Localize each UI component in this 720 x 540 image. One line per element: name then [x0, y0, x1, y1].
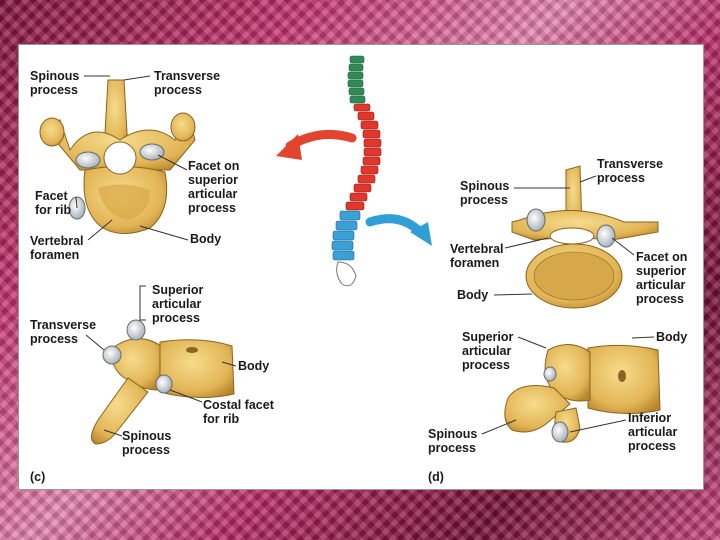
- panel-letter-d: (d): [428, 470, 444, 484]
- label-d-facet-on-superior-articular-process: Facet on superior articular process: [636, 250, 688, 306]
- red-arrowhead-icon: [276, 134, 302, 160]
- lumbar-vertebra-superior-view: [511, 165, 659, 309]
- label-c-facet-for-rib: Facet for rib: [35, 189, 72, 217]
- label-c-vertebral-foramen: Vertebral foramen: [30, 234, 84, 262]
- label-d-transverse-process: Transverse process: [597, 157, 664, 185]
- leader-lines-c-top: [75, 75, 189, 241]
- lumbar-vertebra-lateral-view: [504, 344, 661, 443]
- label-d-spinous-process-lower: Spinous process: [428, 427, 478, 455]
- label-d-superior-articular-process: Superior articular process: [462, 330, 514, 372]
- spine-diagram: [331, 55, 382, 287]
- thoracic-vertebra-lateral-view: [91, 319, 235, 445]
- leader-lines-d-bottom: [481, 336, 655, 435]
- label-d-inferior-articular-process: Inferior articular process: [628, 411, 678, 453]
- leader-lines-d-top: [493, 175, 635, 296]
- label-c-spinous-process-lower: Spinous process: [122, 429, 172, 457]
- thoracic-vertebra-superior-view: [39, 79, 196, 234]
- label-d-body-top: Body: [457, 288, 489, 302]
- label-c-transverse-process-lower: Transverse process: [30, 318, 97, 346]
- label-c-transverse-process: Transverse process: [154, 69, 221, 97]
- label-c-facet-on-superior-articular-process: Facet on superior articular process: [188, 159, 240, 215]
- label-c-spinous-process: Spinous process: [30, 69, 80, 97]
- label-c-body-lower: Body: [238, 359, 270, 373]
- label-d-spinous-process: Spinous process: [460, 179, 510, 207]
- blue-arrowhead-icon: [410, 222, 432, 246]
- panel-letter-c: (c): [30, 470, 46, 484]
- label-c-body-top: Body: [190, 232, 222, 246]
- label-c-superior-articular-process: Superior articular process: [152, 283, 204, 325]
- label-c-costal-facet-for-rib: Costal facet for rib: [203, 398, 274, 426]
- leader-lines-c-bottom: [85, 285, 237, 437]
- label-d-body-lower: Body: [656, 330, 688, 344]
- label-d-vertebral-foramen: Vertebral foramen: [450, 242, 504, 270]
- blue-arrow-icon: [365, 214, 425, 237]
